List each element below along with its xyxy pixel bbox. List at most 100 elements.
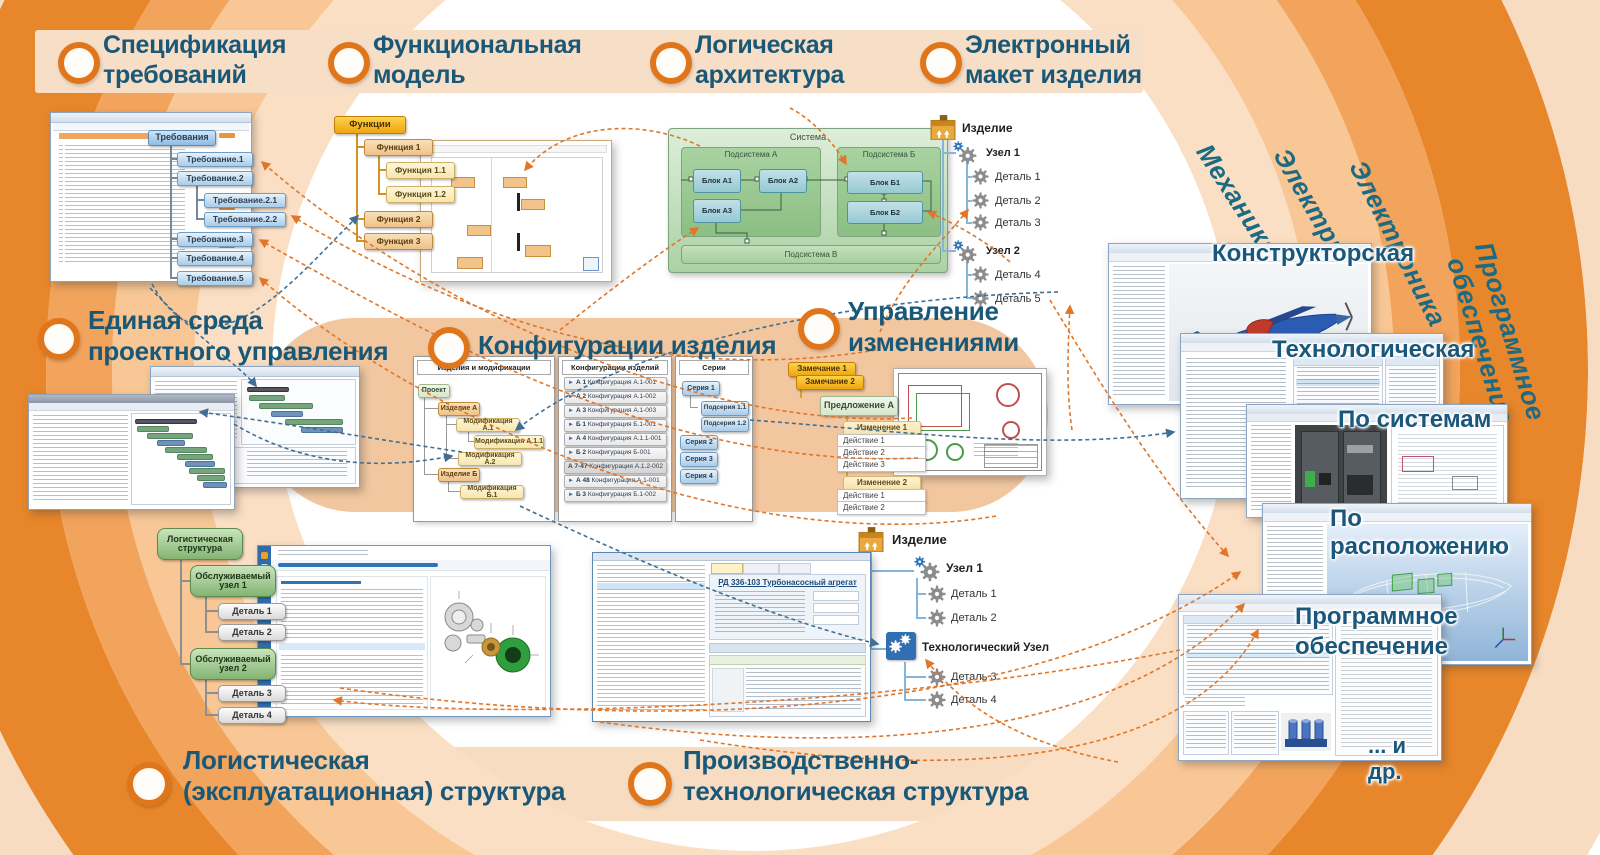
mbom-node-label: Деталь 3 bbox=[951, 671, 997, 683]
heading-line: Электронный bbox=[965, 31, 1131, 59]
bullet-functional-model bbox=[328, 42, 370, 84]
heading-product-configs: Конфигурации изделия bbox=[478, 330, 777, 360]
heading-line: макет изделия bbox=[965, 60, 1142, 89]
action-row: Действие 2 bbox=[837, 501, 926, 515]
cfg-mod-a11: Модификация А.1.1 bbox=[474, 435, 544, 449]
ebom-root-label: Изделие bbox=[962, 121, 1013, 135]
heading-line: проектного управления bbox=[88, 335, 389, 366]
heading-line: Производственно- bbox=[683, 745, 919, 775]
title-line: обеспечение bbox=[1295, 633, 1448, 660]
ebom-node-label: Деталь 4 bbox=[995, 269, 1041, 281]
part-gear-icon bbox=[928, 668, 946, 686]
assembly-gears-icon bbox=[953, 240, 977, 264]
block-b2: Блок Б2 bbox=[847, 201, 923, 224]
func-node: Функция 1.1 bbox=[386, 162, 455, 179]
func-node: Функция 1 bbox=[364, 139, 433, 156]
ebom-node-label: Деталь 2 bbox=[995, 195, 1041, 207]
logistics-root: Логистическая структура bbox=[157, 528, 243, 560]
config-row: ►Б 3 Конфигурация Б.1-002 bbox=[564, 489, 667, 502]
system-panel: Система Подсистема А Подсистема Б Подсис… bbox=[668, 128, 948, 273]
proposal-a: Предложение А bbox=[820, 396, 898, 416]
heading-line: изменениями bbox=[848, 326, 1019, 357]
bullet-pm-environment bbox=[38, 318, 80, 360]
series-node: Подсерия 1.2 bbox=[701, 417, 749, 432]
req-root: Требования bbox=[148, 130, 216, 146]
bullet-logical-architecture bbox=[650, 42, 692, 84]
config-row: ►А 1 Конфигурация А.1-001 bbox=[564, 377, 667, 390]
req-node: Требование.2.1 bbox=[204, 193, 286, 208]
serviced-unit-1: Обслуживаемый узел 1 bbox=[190, 565, 276, 597]
bullet-logistics-structure bbox=[127, 762, 171, 806]
req-node: Требование.1 bbox=[177, 152, 253, 167]
product-package-icon bbox=[930, 114, 956, 140]
cfg-mod-a2: Модификация А.2 bbox=[458, 452, 522, 466]
part-gear-icon bbox=[972, 266, 989, 283]
series-node: Серия 1 bbox=[682, 381, 720, 396]
ebom-node-label: Узел 1 bbox=[986, 147, 1020, 159]
heading-logical-architecture: Логическая архитектура bbox=[695, 31, 844, 90]
heading-line: требований bbox=[103, 60, 247, 89]
title-line: Программное bbox=[1295, 603, 1458, 630]
series-node: Серия 3 bbox=[680, 452, 718, 467]
req-node: Требование.5 bbox=[177, 271, 253, 286]
cabinet-photo bbox=[1295, 425, 1387, 513]
pdm-window: РД 336-103 Турбонасосный агрегат bbox=[592, 552, 871, 722]
part-gear-icon bbox=[972, 168, 989, 185]
gantt-window-front bbox=[28, 394, 235, 510]
view-title-systems: По системам bbox=[1338, 406, 1492, 433]
logistics-part: Деталь 4 bbox=[218, 707, 286, 724]
heading-line: Логическая bbox=[695, 31, 834, 59]
pdm-doc-title: РД 336-103 Турбонасосный агрегат bbox=[718, 578, 857, 587]
block-a3: Блок А3 bbox=[693, 199, 741, 223]
logistics-part: Деталь 2 bbox=[218, 624, 286, 641]
heading-line: Единая среда bbox=[88, 305, 263, 335]
heading-change-management: Управление изменениями bbox=[848, 296, 1019, 357]
heading-line: модель bbox=[373, 60, 466, 89]
part-gear-icon bbox=[972, 192, 989, 209]
view-title-layout: По расположению bbox=[1330, 505, 1509, 560]
ietm-window bbox=[257, 545, 551, 717]
ietm-graphics-pane bbox=[430, 576, 546, 710]
serviced-unit-2: Обслуживаемый узел 2 bbox=[190, 648, 276, 680]
req-node: Требование.2.2 bbox=[204, 212, 286, 227]
mbom-node-label: Деталь 4 bbox=[951, 694, 997, 706]
assembly-gears-icon bbox=[953, 141, 977, 165]
heading-logistics-structure: Логистическая (эксплуатационная) структу… bbox=[183, 745, 566, 806]
series-table: Серии Серия 1 Подсерия 1.1 Подсерия 1.2 … bbox=[675, 356, 753, 522]
func-node: Функция 3 bbox=[364, 233, 433, 250]
tech-node-icon bbox=[886, 632, 916, 660]
view-title-software: Программное обеспечение bbox=[1295, 602, 1458, 662]
func-node: Функция 1.2 bbox=[386, 186, 455, 203]
note-2: Замечание 2 bbox=[796, 375, 864, 390]
config-row: ►Б 2 Конфигурация Б-001 bbox=[564, 447, 667, 460]
mbom-node-label: Деталь 2 bbox=[951, 612, 997, 624]
cfg-mod-b1: Модификация Б.1 bbox=[460, 485, 524, 499]
heading-line: (эксплуатационная) структура bbox=[183, 775, 566, 806]
cfg-product-a: Изделие А bbox=[438, 402, 480, 416]
cfg-product-b: Изделие Б bbox=[438, 468, 480, 482]
view-title-design: Конструкторская bbox=[1212, 240, 1415, 267]
req-node: Требование.2 bbox=[177, 171, 253, 186]
mbom-root-label: Изделие bbox=[892, 532, 947, 547]
part-gear-icon bbox=[928, 609, 946, 627]
cfg-project: Проект bbox=[418, 384, 450, 398]
heading-pm-environment: Единая среда проектного управления bbox=[88, 305, 389, 366]
configurations-table: Конфигурации изделий ►А 1 Конфигурация А… bbox=[558, 356, 672, 522]
series-node: Серия 2 bbox=[680, 435, 718, 450]
heading-line: Управление bbox=[848, 296, 999, 326]
heading-line: архитектура bbox=[695, 60, 845, 89]
req-node: Требование.4 bbox=[177, 251, 253, 266]
heading-line: Спецификация bbox=[103, 31, 287, 59]
block-b1: Блок Б1 bbox=[847, 171, 923, 194]
heading-line: технологическая структура bbox=[683, 775, 1029, 806]
mbom-tech-node-label: Технологический Узел bbox=[922, 642, 1050, 654]
assembly-gears-icon bbox=[914, 556, 940, 582]
config-row: ►А 48 Конфигурация А.1-001 bbox=[564, 475, 667, 488]
mbom-node-label: Узел 1 bbox=[946, 561, 983, 575]
heading-functional-model: Функциональная модель bbox=[373, 31, 582, 90]
action-row: Действие 3 bbox=[837, 458, 926, 472]
etc-label: ... и др. bbox=[1368, 733, 1406, 784]
logistics-part: Деталь 1 bbox=[218, 603, 286, 620]
config-row: ►А 3 Конфигурация А.1-003 bbox=[564, 405, 667, 418]
bullet-requirements-spec bbox=[58, 42, 100, 84]
